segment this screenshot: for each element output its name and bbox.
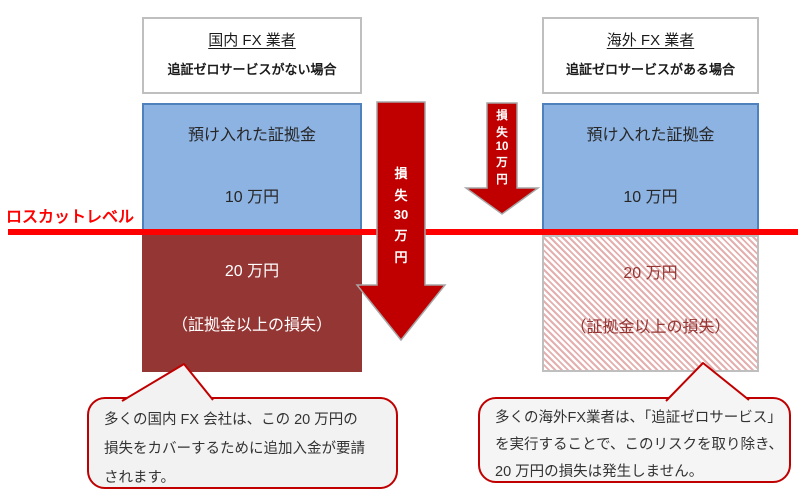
domestic-callout-bubble: 多くの国内 FX 会社は、この 20 万円の 損失をカバーするために追加入金が要… [87, 397, 398, 489]
overseas-loss-box: 20 万円 （証拠金以上の損失） [542, 235, 759, 372]
overseas-loss-amount: 20 万円 [623, 265, 678, 282]
loss-cut-level-line [8, 229, 798, 235]
overseas-header-title: 海外 FX 業者 [606, 32, 695, 49]
overseas-callout-bubble: 多くの海外FX業者は、「追証ゼロサービス」 を実行することで、このリスクを取り除… [478, 397, 791, 483]
big-arrow-char: 30 [393, 207, 409, 222]
domestic-deposit-amount: 10 万円 [224, 189, 280, 206]
small-loss-arrow-icon [463, 102, 541, 215]
loss-cut-level-label: ロスカットレベル [6, 209, 135, 226]
small-arrow-char: 損 [496, 110, 508, 122]
big-arrow-char: 損 [394, 166, 408, 181]
domestic-loss-amount: 20 万円 [224, 263, 280, 280]
domestic-deposit-label: 預け入れた証拠金 [187, 127, 316, 144]
overseas-callout-line: 20 万円の損失は発生しません。 [495, 464, 704, 480]
overseas-deposit-label: 預け入れた証拠金 [586, 127, 715, 144]
overseas-header-subtitle: 追証ゼロサービスがある場合 [565, 62, 735, 77]
domestic-header-title: 国内 FX 業者 [208, 32, 296, 49]
small-arrow-char: 失 [496, 127, 508, 139]
overseas-header-box: 海外 FX 業者 追証ゼロサービスがある場合 [542, 17, 759, 94]
domestic-loss-caption: （証拠金以上の損失） [171, 317, 332, 334]
domestic-deposit-box: 預け入れた証拠金 10 万円 [142, 103, 362, 232]
domestic-loss-box: 20 万円 （証拠金以上の損失） [142, 235, 362, 372]
small-arrow-char: 10 [495, 141, 509, 153]
big-arrow-char: 失 [394, 188, 408, 203]
domestic-callout-line: されます。 [104, 470, 176, 486]
domestic-header-box: 国内 FX 業者 追証ゼロサービスがない場合 [142, 17, 362, 94]
big-loss-arrow-label: 損 失 30 万 円 [377, 163, 425, 266]
domestic-callout-line: 損失をカバーするために追加入金が要請 [104, 441, 365, 457]
overseas-loss-caption: （証拠金以上の損失） [570, 319, 731, 336]
domestic-callout-line: 多くの国内 FX 会社は、この 20 万円の [104, 412, 358, 428]
overseas-deposit-box: 預け入れた証拠金 10 万円 [542, 103, 759, 232]
small-arrow-char: 万 [496, 157, 508, 169]
small-loss-arrow-label: 損 失 10 万 円 [487, 107, 517, 187]
overseas-callout-line: 多くの海外FX業者は、「追証ゼロサービス」 [495, 410, 782, 426]
small-arrow-char: 円 [496, 174, 508, 186]
domestic-header-subtitle: 追証ゼロサービスがない場合 [167, 62, 337, 77]
overseas-callout-line: を実行することで、このリスクを取り除き、 [495, 437, 783, 453]
overseas-deposit-amount: 10 万円 [623, 189, 678, 206]
big-arrow-char: 円 [394, 250, 408, 265]
big-loss-arrow-icon [355, 101, 447, 342]
